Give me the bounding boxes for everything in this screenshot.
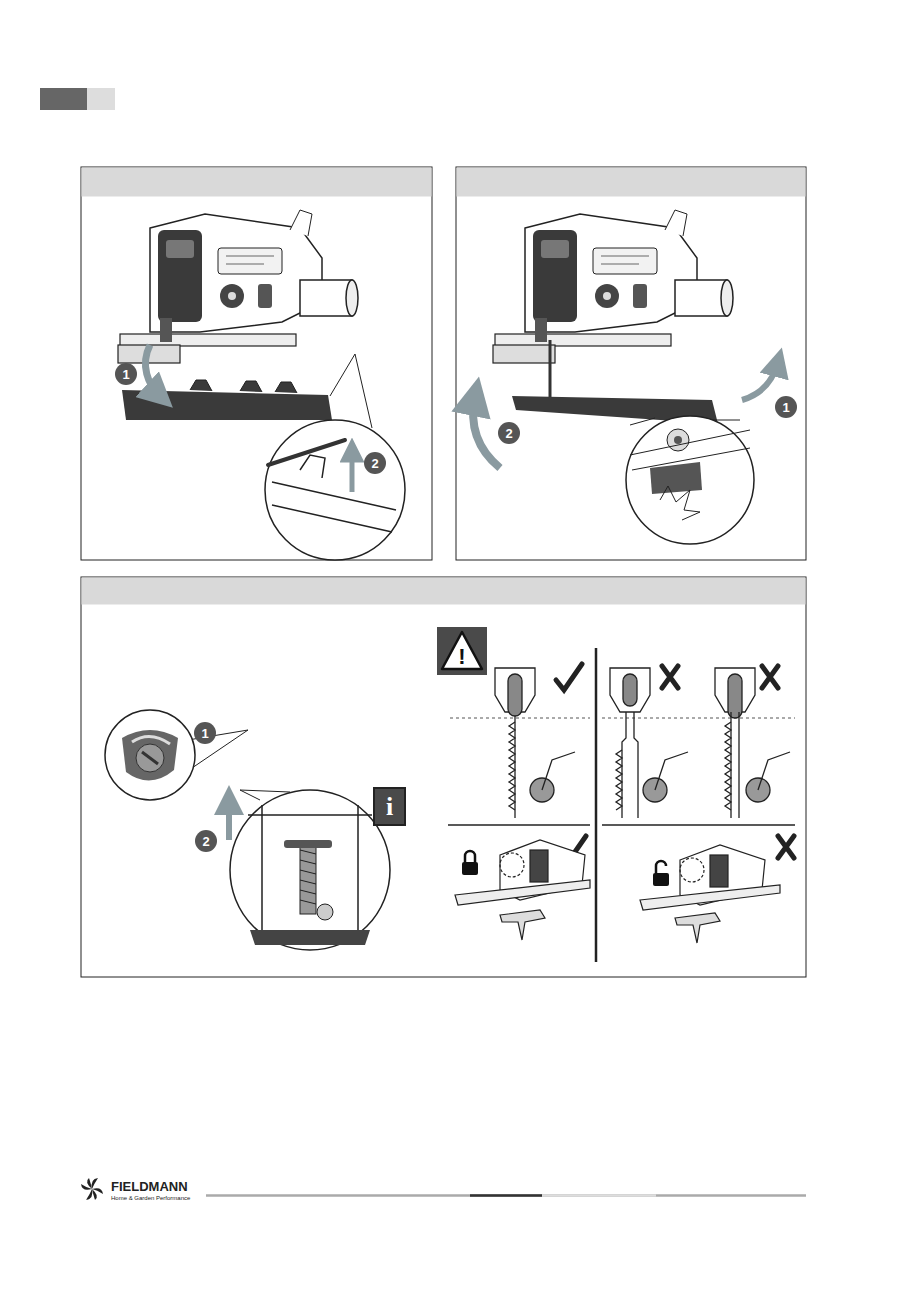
brand-name: FIELDMANN [111,1180,188,1193]
brand-tagline: Home & Garden Performance [111,1195,190,1201]
warning-sign-text: ! [458,646,465,668]
callout-number-text: 2 [505,427,512,440]
callout-number: 2 [364,452,386,474]
callout-number: 2 [195,830,217,852]
callout-number: 2 [498,422,520,444]
callout-number-text: 1 [122,368,129,381]
callout-number: 1 [115,363,137,385]
warning-sign: ! [437,627,487,675]
info-sign: i [373,787,406,826]
callout-number-text: 1 [782,401,789,414]
info-sign-text: i [386,794,393,820]
callout-number-text: 1 [201,727,208,740]
callout-number: 1 [775,396,797,418]
callout-number-text: 2 [202,835,209,848]
callout-number-text: 2 [371,457,378,470]
callout-number: 1 [194,722,216,744]
